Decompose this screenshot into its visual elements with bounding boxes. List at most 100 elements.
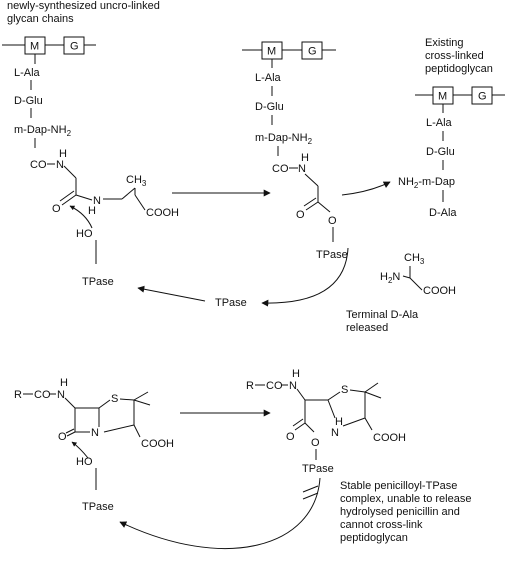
block-mark xyxy=(302,492,319,500)
oxygen-label: O xyxy=(286,431,295,443)
glucosamine-label: G xyxy=(308,46,317,58)
methyl-label: CH3 xyxy=(126,174,147,188)
tpase-label: TPase xyxy=(82,501,114,513)
amide-n-label: N xyxy=(56,159,64,171)
carbonyl-bond xyxy=(305,201,319,211)
sulfur-label: S xyxy=(111,393,118,405)
glucosamine-label: G xyxy=(70,41,79,53)
muramic-label: M xyxy=(267,46,276,58)
thiazolidine-bond xyxy=(119,398,135,401)
carboxyl-label: COOH xyxy=(146,207,179,219)
carbonyl-label: CO xyxy=(34,389,51,401)
released-d-ala-group: CH3 H2N COOH Terminal D-Ala released xyxy=(346,252,456,334)
methyl-bond xyxy=(133,391,149,401)
muramic-label: M xyxy=(30,41,39,53)
bond xyxy=(75,194,93,201)
r-group-label: R xyxy=(246,380,254,392)
caption-uncrosslinked-line1: newly-synthesized uncro-linked xyxy=(7,0,160,12)
bond xyxy=(304,173,319,187)
tpase-label: TPase xyxy=(82,276,114,288)
peptide-n-label: N xyxy=(93,195,101,207)
r-group-label: R xyxy=(14,389,22,401)
methyl-bond xyxy=(133,399,151,406)
amide-h-label: H xyxy=(292,368,300,380)
bond xyxy=(64,397,76,409)
crosslink-arrow xyxy=(341,181,391,196)
bond xyxy=(364,417,373,431)
amide-n-label: N xyxy=(298,163,306,175)
amide-h-label: H xyxy=(301,152,309,164)
enzyme-regeneration-arrow xyxy=(137,285,206,302)
carbonyl-double-bond xyxy=(65,428,75,434)
bond xyxy=(133,424,141,438)
oxygen-label: O xyxy=(52,203,61,215)
caption-stable-line3: hydrolysed penicillin and xyxy=(340,506,460,518)
l-ala-label: L-Ala xyxy=(255,72,282,84)
ring-nh-n-label: N xyxy=(331,427,339,439)
d-glu-label: D-Glu xyxy=(14,95,43,107)
caption-released-line2: released xyxy=(346,322,388,334)
carbonyl-double-bond xyxy=(59,190,75,202)
ring-n-label: N xyxy=(91,427,99,439)
bond xyxy=(63,165,77,179)
amide-n-label: N xyxy=(57,389,65,401)
enzyme-release-arrow xyxy=(261,247,349,307)
methyl-label: CH3 xyxy=(404,252,425,266)
d-glu-label: D-Glu xyxy=(255,101,284,113)
amide-h-label: H xyxy=(59,148,67,160)
d-glu-label: D-Glu xyxy=(426,146,455,158)
thiazolidine-bond xyxy=(327,399,336,419)
methyl-bond xyxy=(364,382,379,393)
carboxyl-label: COOH xyxy=(423,285,456,297)
caption-stable-line5: peptidoglycan xyxy=(340,532,408,544)
tpase-label: TPase xyxy=(302,463,334,475)
hydroxyl-label: HO xyxy=(76,228,93,240)
peptide-h-label: H xyxy=(88,205,96,217)
carbonyl-double-bond xyxy=(292,418,304,427)
glucosamine-label: G xyxy=(478,91,487,103)
hydroxyl-label: HO xyxy=(76,456,93,468)
nucleophilic-attack-arrow xyxy=(71,441,89,459)
caption-existing-line1: Existing xyxy=(425,37,464,49)
carbonyl-label: CO xyxy=(266,380,283,392)
caption-stable-line1: Stable penicilloyl-TPase xyxy=(340,480,457,492)
middle-tpase-label: TPase xyxy=(215,297,247,309)
acyl-enzyme-intermediate-group: M G L-Ala D-Glu m-Dap-NH2 CO N H O O TPa… xyxy=(242,41,348,261)
l-ala-label: L-Ala xyxy=(426,117,453,129)
ester-oxygen-label: O xyxy=(328,215,337,227)
m-dap-label: m-Dap-NH2 xyxy=(14,124,72,138)
thiazolidine-bond xyxy=(98,399,111,409)
uncrosslinked-glycan-group: newly-synthesized uncro-linked glycan ch… xyxy=(2,0,179,288)
methyl-bond xyxy=(364,391,382,399)
ester-oxygen-label: O xyxy=(311,437,320,449)
tpase-label: TPase xyxy=(316,249,348,261)
existing-peptidoglycan-group: Existing cross-linked peptidoglycan M G … xyxy=(398,37,505,219)
thiazolidine-bond xyxy=(327,391,341,401)
nh2-m-dap-label: NH2-m-Dap xyxy=(398,176,455,190)
penicilloyl-tpase-group: R CO N H S N H COOH O O TPase Stable pen… xyxy=(246,368,471,544)
carbonyl-label: CO xyxy=(30,159,47,171)
blocked-regeneration-arrow xyxy=(119,477,321,550)
l-ala-label: L-Ala xyxy=(14,67,41,79)
caption-existing-line3: peptidoglycan xyxy=(425,63,493,75)
nucleophilic-attack-arrow xyxy=(69,205,93,229)
carbonyl-bond xyxy=(294,422,306,431)
amine-label: H2N xyxy=(380,271,400,285)
thiazolidine-bond xyxy=(103,424,135,433)
carbonyl-double-bond xyxy=(303,197,317,207)
muramic-label: M xyxy=(438,91,447,103)
amide-n-label: N xyxy=(289,380,297,392)
ring-nh-h-label: H xyxy=(335,416,343,428)
carbonyl-bond xyxy=(61,194,77,206)
caption-existing-line2: cross-linked xyxy=(425,50,484,62)
bond xyxy=(121,187,136,200)
carbonyl-label: CO xyxy=(272,163,289,175)
block-mark xyxy=(302,485,319,493)
caption-stable-line2: complex, unable to release xyxy=(340,493,471,505)
bond xyxy=(304,422,315,433)
penicillin-group: R CO N H N O S COOH HO TPase xyxy=(14,377,174,513)
thiazolidine-bond xyxy=(349,389,366,393)
carbonyl-bond xyxy=(66,431,76,437)
